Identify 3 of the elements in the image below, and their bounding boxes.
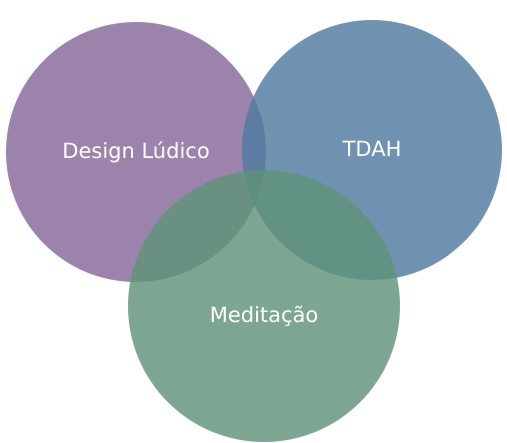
circle-label: Meditação — [208, 303, 320, 327]
circle-label: TDAH — [342, 137, 402, 161]
circle-label: Design Lúdico — [61, 139, 211, 163]
